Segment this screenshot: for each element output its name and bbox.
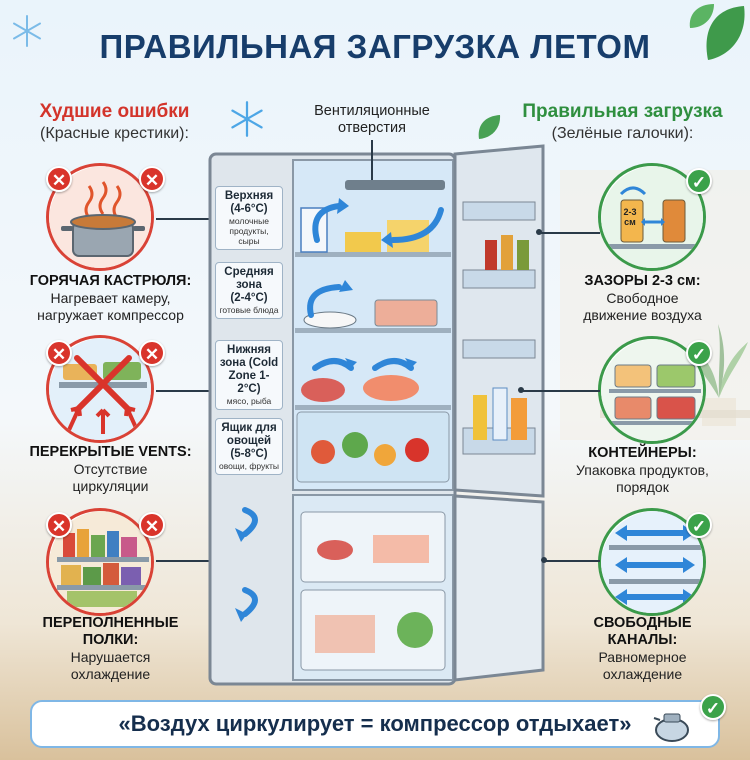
vent-pointer xyxy=(371,140,373,180)
gap-size-value: 2-3 xyxy=(623,207,637,217)
cross-icon: ✕ xyxy=(139,512,165,538)
gap-size-unit: см xyxy=(624,217,636,227)
blocked-vents-icon xyxy=(49,338,151,440)
gaps-text-1: Свободное xyxy=(606,290,679,306)
check-icon: ✓ xyxy=(686,340,712,366)
containers-icon xyxy=(601,339,703,441)
hot-pot-caption: ГОРЯЧАЯ КАСТРЮЛЯ: Нагревает камеру, нагр… xyxy=(8,273,213,324)
zone-lower-desc: мясо, рыба xyxy=(226,396,272,406)
channels-caption: СВОБОДНЫЕ КАНАЛЫ: Равномерное охлаждение xyxy=(535,615,750,683)
zone-drawer-desc: овощи, фрукты xyxy=(218,461,280,471)
leader-line xyxy=(522,390,600,392)
gap-size-label: 2-3 см xyxy=(618,207,642,227)
cross-icon: ✕ xyxy=(139,166,165,192)
blocked-vents-text-1: Отсутствие xyxy=(73,461,148,477)
hot-pot-text-1: Нагревает камеру, xyxy=(50,290,171,306)
zone-label-middle: Средняя зона (2-4°C) готовые блюда xyxy=(215,262,283,319)
cross-icon: ✕ xyxy=(139,340,165,366)
correct-heading: Правильная загрузка xyxy=(522,101,723,122)
correct-subheading: (Зелёные галочки): xyxy=(551,125,694,142)
channels-title-2: КАНАЛЫ: xyxy=(607,632,678,648)
cross-icon: ✕ xyxy=(46,166,72,192)
overfilled-text-2: охлаждение xyxy=(70,666,151,682)
overfilled-title: ПЕРЕПОЛНЕННЫЕ xyxy=(42,615,179,631)
check-icon: ✓ xyxy=(700,694,726,720)
leader-dot xyxy=(536,229,542,235)
hot-pot-text-2: нагружает компрессор xyxy=(37,307,184,323)
cross-icon: ✕ xyxy=(46,340,72,366)
overfilled-shelf-icon xyxy=(49,511,151,613)
hot-pot-title: ГОРЯЧАЯ КАСТРЮЛЯ: xyxy=(29,273,192,289)
channels-text-1: Равномерное xyxy=(598,649,687,665)
blocked-vents-title: ПЕРЕКРЫТЫЕ VENTS: xyxy=(29,444,192,460)
bottom-banner: «Воздух циркулирует = компрессор отдыхае… xyxy=(30,700,720,748)
correct-header: Правильная загрузка (Зелёные галочки): xyxy=(510,101,735,143)
mistakes-subheading: (Красные крестики): xyxy=(40,125,189,142)
snowflake-icon xyxy=(231,101,263,137)
zone-drawer-name: Ящик для овощей xyxy=(221,422,277,447)
overfilled-text-1: Нарушается xyxy=(70,649,151,665)
zone-top-name: Верхняя xyxy=(224,190,274,202)
containers-caption: КОНТЕЙНЕРЫ: Упаковка продуктов, порядок xyxy=(535,445,750,496)
jars-gap-icon xyxy=(601,166,703,268)
leader-line xyxy=(545,560,600,562)
zone-top-desc: молочные продукты, сыры xyxy=(229,216,269,246)
vent-label-line-1: Вентиляционные xyxy=(314,103,430,119)
leader-line xyxy=(156,560,216,562)
gaps-caption: ЗАЗОРЫ 2-3 см: Свободное движение воздух… xyxy=(535,273,750,324)
hot-pot-icon xyxy=(49,166,151,268)
zone-lower-name: Нижняя зона (Cold Zone 1-2°C) xyxy=(219,344,279,395)
containers-text-2: порядок xyxy=(616,479,669,495)
zone-middle-name: Средняя зона xyxy=(224,266,274,291)
zone-top-temp: (4-6°C) xyxy=(230,203,268,215)
overfilled-title-2: ПОЛКИ: xyxy=(82,632,139,648)
overfilled-caption: ПЕРЕПОЛНЕННЫЕ ПОЛКИ: Нарушается охлажден… xyxy=(8,615,213,683)
blocked-vents-caption: ПЕРЕКРЫТЫЕ VENTS: Отсутствие циркуляции xyxy=(8,444,213,495)
compressor-icon xyxy=(653,713,689,742)
snowflake-icon xyxy=(13,15,41,47)
zone-drawer-temp: (5-8°C) xyxy=(230,448,268,460)
check-icon: ✓ xyxy=(686,512,712,538)
vent-label: Вентиляционные отверстия xyxy=(292,103,452,137)
blocked-vents-illustration xyxy=(46,335,154,443)
check-icon: ✓ xyxy=(686,168,712,194)
zone-label-lower: Нижняя зона (Cold Zone 1-2°C) мясо, рыба xyxy=(215,340,283,410)
leader-dot xyxy=(541,557,547,563)
airflow-icon xyxy=(601,511,703,613)
leaf-icon xyxy=(478,115,501,139)
channels-text-2: охлаждение xyxy=(602,666,683,682)
containers-title: КОНТЕЙНЕРЫ: xyxy=(588,445,697,461)
gaps-text-2: движение воздуха xyxy=(583,307,702,323)
zone-label-top: Верхняя (4-6°C) молочные продукты, сыры xyxy=(215,186,283,250)
leader-line xyxy=(156,218,216,220)
page-title: ПРАВИЛЬНАЯ ЗАГРУЗКА ЛЕТОМ xyxy=(99,28,651,65)
channels-title: СВОБОДНЫЕ xyxy=(593,615,692,631)
blocked-vents-text-2: циркуляции xyxy=(72,478,149,494)
containers-text-1: Упаковка продуктов, xyxy=(576,462,709,478)
mistakes-heading: Худшие ошибки xyxy=(39,101,190,122)
leader-line xyxy=(156,390,216,392)
leaf-icon xyxy=(689,4,745,60)
leader-dot xyxy=(518,387,524,393)
leader-line xyxy=(540,232,600,234)
zone-label-drawer: Ящик для овощей (5-8°C) овощи, фрукты xyxy=(215,418,283,475)
gaps-title: ЗАЗОРЫ 2-3 см: xyxy=(584,273,701,289)
zone-middle-desc: готовые блюда xyxy=(219,305,279,315)
zone-middle-temp: (2-4°C) xyxy=(230,292,268,304)
cross-icon: ✕ xyxy=(46,512,72,538)
mistakes-header: Худшие ошибки (Красные крестики): xyxy=(12,101,217,143)
banner-text: «Воздух циркулирует = компрессор отдыхае… xyxy=(118,711,632,736)
vent-label-line-2: отверстия xyxy=(338,120,406,136)
